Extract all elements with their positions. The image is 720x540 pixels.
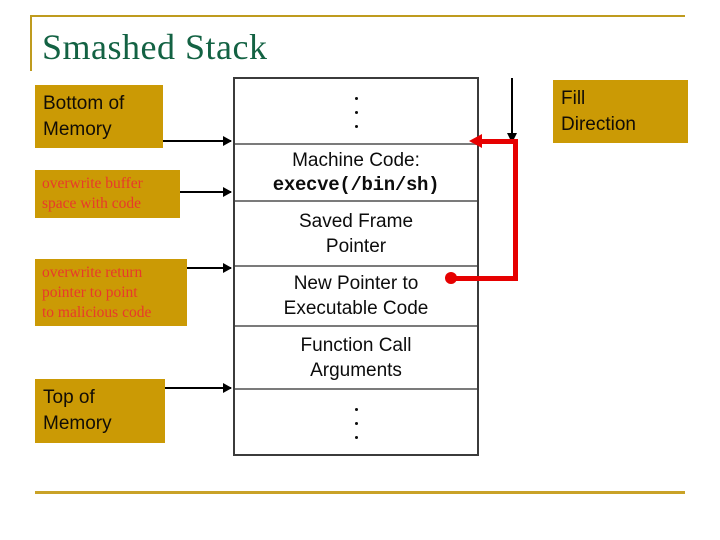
callout-line: to malicious code: [42, 303, 152, 321]
callout-line: Bottom of: [43, 92, 125, 114]
callout-line: overwrite buffer: [42, 175, 143, 192]
stack-row-label: Arguments: [310, 359, 402, 381]
stack-row-label: Executable Code: [283, 298, 429, 319]
callout-line: Top of: [43, 387, 95, 408]
arrow-right-icon: [187, 263, 232, 273]
decorative-rule-bottom: [35, 491, 685, 494]
callout-line: Fill: [561, 87, 586, 109]
decorative-rule-top: [30, 15, 685, 17]
stack-row-machine-code: Machine Code: execve(/bin/sh): [235, 145, 477, 202]
callout-line: space with code: [42, 195, 141, 212]
stack-row-new-pointer: New Pointer to Executable Code: [235, 267, 477, 327]
red-arrow-segment-horizontal-bottom: [450, 276, 518, 281]
ellipsis-dot-icon: [354, 435, 358, 439]
callout-line: Direction: [561, 113, 636, 135]
callout-overwrite-return-pointer: overwrite return pointer to point to mal…: [35, 259, 187, 326]
arrow-right-icon: [165, 383, 232, 393]
callout-overwrite-buffer: overwrite buffer space with code: [35, 170, 180, 218]
stack-memory-diagram: Machine Code: execve(/bin/sh) Saved Fram…: [233, 77, 479, 456]
callout-top-of-memory: Top of Memory: [35, 379, 165, 443]
callout-fill-direction: Fill Direction: [553, 80, 688, 143]
stack-row-dots-bottom: [235, 390, 477, 454]
stack-row-label: New Pointer to: [293, 273, 419, 294]
decorative-rule-left: [30, 15, 32, 71]
arrow-right-icon: [180, 187, 232, 197]
ellipsis-dot-icon: [354, 421, 358, 425]
red-arrow-segment-horizontal-top: [481, 139, 518, 144]
arrow-right-icon: [163, 136, 232, 146]
ellipsis-dot-icon: [354, 96, 358, 100]
stack-row-saved-frame-pointer: Saved Frame Pointer: [235, 202, 477, 267]
ellipsis-dot-icon: [354, 110, 358, 114]
callout-bottom-of-memory: Bottom of Memory: [35, 85, 163, 148]
callout-line: Memory: [43, 118, 112, 140]
callout-line: overwrite return: [42, 263, 143, 281]
callout-line: Memory: [43, 413, 112, 434]
stack-row-label: Function Call: [300, 334, 412, 356]
stack-row-label: Machine Code:: [292, 149, 420, 171]
ellipsis-dot-icon: [354, 407, 358, 411]
red-arrow-segment-vertical: [513, 139, 518, 281]
stack-row-label: Saved Frame: [298, 210, 414, 232]
stack-row-function-call-arguments: Function Call Arguments: [235, 327, 477, 390]
stack-row-label: Pointer: [325, 235, 387, 257]
page-title: Smashed Stack: [42, 27, 268, 67]
callout-line: pointer to point: [42, 283, 138, 301]
red-arrow-left-icon: [469, 134, 482, 148]
ellipsis-dot-icon: [354, 124, 358, 128]
arrow-down-icon: [507, 78, 517, 143]
stack-row-dots-top: [235, 79, 477, 145]
stack-row-code: execve(/bin/sh): [272, 173, 440, 196]
